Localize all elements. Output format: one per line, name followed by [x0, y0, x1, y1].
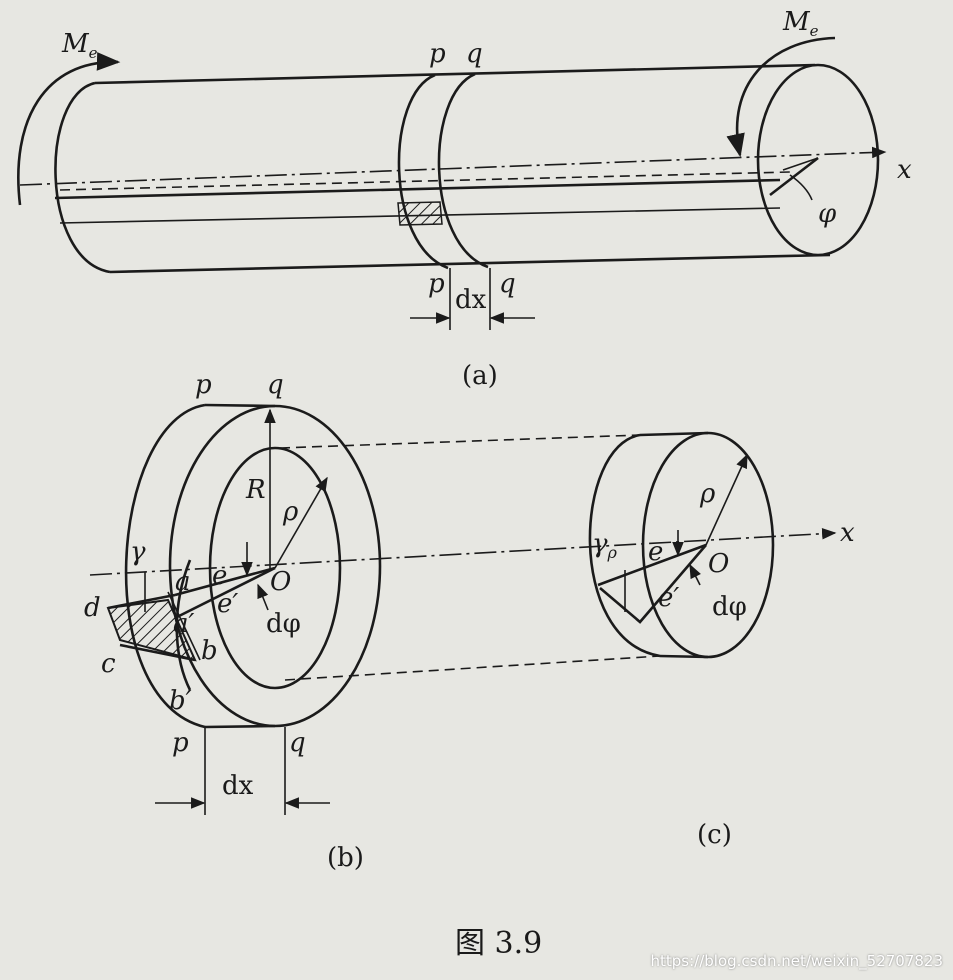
d-label: d	[84, 593, 101, 623]
shaft-right-end-face	[756, 63, 880, 257]
line-da	[107, 593, 176, 610]
axis-x-line-b	[89, 527, 837, 576]
shaft-left-end	[54, 81, 111, 274]
axis-x-line	[19, 146, 887, 186]
gamma-label: γ	[130, 537, 146, 567]
a-label: a	[175, 567, 191, 597]
caption-b: (b)	[327, 843, 364, 873]
deformed-generator	[59, 171, 791, 191]
ring-top-edge	[204, 403, 276, 408]
shaft-top-edge	[94, 63, 816, 85]
p-bottom-label-b: p	[172, 728, 189, 758]
O-label-c: O	[708, 549, 729, 579]
e-label-c: e	[648, 537, 663, 567]
connector-top	[279, 434, 641, 449]
section-q-arc	[437, 72, 489, 269]
section-p-arc	[397, 73, 449, 270]
watermark-url: https://blog.csdn.net/weixin_52707823	[650, 952, 943, 970]
torque-arrow-right	[726, 36, 836, 158]
ring-front-outer	[168, 404, 382, 728]
radius-rho-arrow	[274, 476, 328, 569]
moment-right-label: Me	[782, 7, 819, 40]
e-prime-label-c: e′	[658, 583, 679, 613]
ring-back-outer	[124, 403, 206, 729]
dphi-arrow-c	[689, 563, 701, 586]
rho-label-b: ρ	[282, 497, 299, 527]
b-label: b	[201, 636, 218, 666]
line-to-O-a	[174, 566, 276, 597]
gamma-rho-label: γρ	[592, 529, 618, 562]
line-to-O-e	[174, 566, 276, 620]
dx-label-a: dx	[455, 285, 487, 315]
disk-top-edge	[639, 431, 709, 437]
figure-title: 图 3.9	[455, 926, 542, 961]
e-prime-label-b: e′	[217, 589, 238, 619]
rho-arrow-c	[705, 453, 748, 546]
shaft-bottom-edge	[109, 253, 831, 274]
ring-bottom-edge	[204, 724, 276, 729]
dphi-arrow	[257, 583, 269, 611]
dphi-label-c: dφ	[712, 592, 747, 622]
dphi-label-b: dφ	[266, 609, 301, 639]
caption-c: (c)	[697, 820, 732, 850]
disk-back-face	[588, 433, 661, 658]
section-q-bottom-label: q	[499, 269, 516, 299]
c-label: c	[101, 649, 116, 679]
dx-label-b: dx	[222, 771, 254, 801]
caption-a: (a)	[462, 361, 498, 391]
line-ab-inner	[167, 591, 201, 661]
axis-x-label-c: x	[840, 518, 855, 548]
radius-c-2	[599, 544, 707, 624]
panel-b: p q R ρ γ a e O d a′ e′ dφ b c b′ p q dx…	[84, 370, 837, 873]
end-radius-1	[782, 157, 819, 171]
rho-label-c: ρ	[699, 479, 716, 509]
hatched-element-a	[397, 201, 443, 226]
q-bottom-label-b: q	[289, 728, 306, 758]
section-p-bottom-label: p	[428, 269, 445, 299]
section-q-top-label: q	[466, 39, 483, 69]
q-top-label-b: q	[267, 370, 284, 400]
torque-arrow-left	[17, 52, 121, 206]
line-cb	[119, 643, 196, 662]
moment-left-label: Me	[61, 29, 98, 62]
e-label-b: e	[212, 561, 227, 591]
a-prime-label: a′	[173, 609, 195, 639]
angle-phi-label: φ	[818, 199, 837, 229]
p-top-label-b: p	[195, 370, 212, 400]
end-radius-2	[769, 156, 819, 197]
panel-c: ρ x γρ e O e′ dφ (c)	[588, 431, 855, 850]
angle-phi-arc	[789, 174, 813, 201]
panel-a: Me Me p q p q dx x φ (a)	[17, 7, 912, 391]
R-label: R	[245, 475, 266, 505]
O-label-b: O	[270, 567, 291, 597]
section-p-top-label: p	[429, 39, 446, 69]
generator-line-1	[54, 178, 781, 200]
axis-x-label-a: x	[897, 155, 912, 185]
disk-bottom-edge	[659, 654, 709, 659]
connector-bottom	[284, 655, 661, 681]
radius-c-1	[597, 543, 707, 587]
b-prime-label: b′	[169, 686, 192, 716]
